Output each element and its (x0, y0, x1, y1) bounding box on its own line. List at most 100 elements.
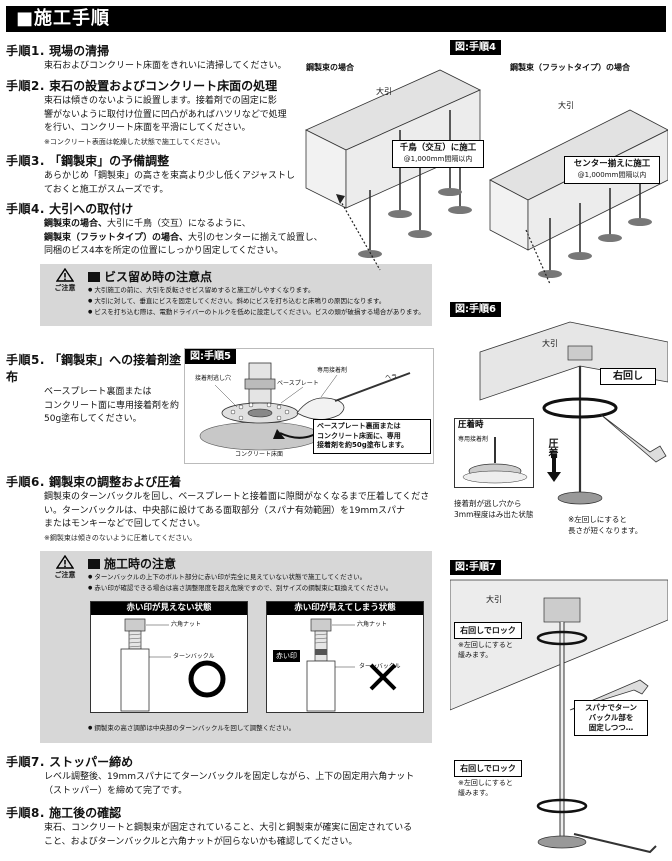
step-text: （ストッパー）を締めて完了です。 (44, 785, 188, 796)
figure-label: 図:手順4 (450, 40, 501, 55)
caution-item: ターンバックルの上下のボルト部分に赤い印が完全に見えていない状態で施工してくださ… (88, 572, 392, 583)
page-title: ■施工手順 (6, 6, 666, 32)
figure-step6: 図:手順6 大引 右回し 圧着 圧着時 専用接着剤 接着剤が逃し穴から 3mm程… (450, 302, 668, 548)
step-text: 大引のセンターに揃えて設置し、 (188, 232, 323, 243)
step-number: 手順8. (6, 806, 45, 820)
callout-sub: @1,000mm間隔以内 (577, 171, 647, 179)
label-hex-nut: 六角ナット (171, 621, 202, 628)
step-text: い。ターンバックルは、中央部に設けてある面取部分（スパナ有効範囲）を19mmスパ… (44, 505, 405, 516)
ng-state-title: 赤い印が見えてしまう状態 (267, 602, 423, 615)
step-text: 束石は傾きのないように設置します。接着剤での固定に影 (44, 96, 277, 106)
adhesive-overflow-illustration (462, 437, 528, 484)
step-note: ※鋼製束は傾きのないように圧着してください。 (44, 533, 197, 542)
callout-line: 固定しつつ… (588, 723, 634, 732)
step-text: またはモンキーなどで回してください。 (44, 519, 206, 529)
label-adhesive: 専用接着剤 (317, 367, 348, 374)
caution-label: ご注意 (54, 571, 76, 579)
caution-title: ビス留め時の注意点 (88, 268, 212, 285)
callout-rotate-right: 右回し (600, 368, 656, 385)
step-text: 同梱のビス4本を所定の位置にしっかり固定してください。 (44, 246, 284, 256)
callout-line: スパナでターン (584, 703, 638, 712)
step-title: 「鋼製束」の予備調整 (49, 154, 170, 168)
callout-title: 千鳥（交互）に施工 (399, 143, 477, 153)
caption-steel-post: 鋼製束の場合 (306, 63, 354, 72)
step-title: 現場の清掃 (49, 44, 110, 58)
callout-center: センター揃えに施工 @1,000mm間隔以内 (564, 156, 660, 184)
step-number: 手順7. (6, 755, 45, 769)
step-text: 大引に千鳥（交互）になるように、 (107, 219, 251, 229)
rotation-note: ※左回しにすると 長さが短くなります。 (568, 514, 642, 536)
step-1: 手順1. 現場の清掃 束石およびコンクリート床面をきれいに清掃してください。 (6, 42, 446, 74)
note-line: ※左回しにすると (568, 515, 627, 524)
note-line: ※左回しにすると (458, 641, 513, 649)
label-concrete-floor: コンクリート床面 (235, 451, 284, 458)
ok-state-box: 赤い印が見えない状態 六角ナット ターンバックル (90, 601, 248, 713)
label-beam: 大引 (542, 339, 558, 348)
adhesive-application-illustration (199, 362, 411, 451)
callout-lock-top: 右回しでロック (454, 622, 522, 639)
note-line: ※左回しにすると (458, 779, 513, 787)
label-red-mark: 赤い印 (273, 650, 300, 662)
caution-item: ビスを打ち込む際は、電動ドライバーのトルクを低めに設定してください。ビスの頭が破… (88, 307, 424, 318)
step-4: 手順4. 大引への取付け 鋼製束の場合、大引に千鳥（交互）になるように、 鋼製束… (6, 200, 446, 259)
figure-step4: 図:手順4 鋼製束の場合 鋼製束（フラットタイプ）の場合 大引 大引 千鳥（交互… (300, 40, 668, 286)
step-number: 手順2. (6, 79, 45, 93)
label-base-plate: ベースプレート (277, 380, 319, 387)
figure-step5: 図:手順5 接着剤逃し穴 ベースプレート 専用接着剤 ヘラ コンクリート床面 ベ… (184, 348, 434, 464)
note-line: 3mm程度はみ出た状態 (454, 510, 534, 519)
label-turnbuckle: ターンバックル (359, 663, 401, 670)
label-beam: 大引 (558, 101, 574, 110)
step-7: 手順7. ストッパー締め レベル調整後、19mmスパナにてターンバックルを固定し… (6, 753, 446, 798)
step-text-bold: 鋼製束（フラットタイプ）の場合、 (44, 232, 189, 243)
caution-footer: 鋼製束の高さ調節は中央部のターンバックルを回して調整ください。 (88, 723, 295, 734)
step-text: こと、およびターンバックルと六角ナットが回らないかも確認してください。 (44, 836, 358, 847)
step-title: 束石の設置およびコンクリート床面の処理 (49, 79, 278, 93)
step-title: 施工後の確認 (49, 806, 122, 820)
step-text: 50g塗布してください。 (44, 414, 142, 424)
step-text: ておくと施工がスムーズです。 (44, 184, 169, 195)
callout-line: バックル部を (588, 713, 634, 722)
caution-box-screws: ご注意 ビス留め時の注意点 大引施工の前に、大引を反転させビス留めすると施工がし… (40, 264, 432, 326)
caution-icon: ご注意 (48, 555, 82, 580)
label-beam: 大引 (486, 595, 502, 604)
label-beam: 大引 (376, 87, 392, 96)
caption-flat-type: 鋼製束（フラットタイプ）の場合 (510, 63, 630, 72)
caution-item: 赤い印が確認できる場合は高さ調整限度を超え危険ですので、別サイズの鋼製束に取換え… (88, 583, 392, 594)
step-6: 手順6. 鋼製束の調整および圧着 鋼製束のターンバックルを回し、ベースプレートと… (6, 473, 446, 545)
callout-line: ベースプレート裏面または (317, 422, 401, 430)
step-number: 手順5. (6, 353, 45, 367)
pressed-note: 接着剤が逃し穴から 3mm程度はみ出た状態 (454, 498, 533, 520)
step-8: 手順8. 施工後の確認 束石、コンクリートと鋼製束が固定されていること、大引と鋼… (6, 804, 446, 849)
lock-top-note: ※左回しにすると 緩みます。 (458, 640, 513, 660)
label-spatula: ヘラ (385, 374, 398, 381)
step-note: ※コンクリート表面は乾燥した状態で施工してください。 (44, 137, 225, 146)
turnbuckle-ng-illustration (306, 618, 397, 712)
label-press: 圧着 (546, 438, 557, 458)
label-adhesive: 専用接着剤 (458, 436, 489, 443)
step-text: 鋼製束のターンバックルを回し、ベースプレートと接着面に隙間がなくなるまで圧着して… (44, 492, 430, 502)
note-line: 緩みます。 (458, 651, 493, 659)
caution-box-install: ご注意 施工時の注意 ターンバックルの上下のボルト部分に赤い印が完全に見えていな… (40, 551, 432, 743)
lock-bottom-note: ※左回しにすると 緩みます。 (458, 778, 513, 798)
pressed-state-title: 圧着時 (455, 419, 533, 432)
step-text: 響がないように取付け位置に凹凸があればハツリなどで処理 (44, 109, 287, 120)
callout-lock-bottom: 右回しでロック (454, 760, 522, 777)
step-title: 鋼製束の調整および圧着 (49, 475, 182, 489)
step-5: 手順5. 「鋼製束」への接着剤塗布 ベースプレート裏面または コンクリート面に専… (6, 351, 186, 427)
step-title: 大引への取付け (49, 202, 134, 216)
ng-state-box: 赤い印が見えてしまう状態 六角ナット ターンバックル 赤い印 (266, 601, 424, 713)
callout-line: 接着剤を約50g塗布します。 (317, 441, 409, 449)
figure-label: 図:手順5 (185, 349, 236, 364)
step-text-bold: 鋼製束の場合、 (44, 219, 108, 229)
callout-spanner: スパナでターン バックル部を 固定しつつ… (574, 700, 648, 736)
step-text: コンクリート面に専用接着剤を約 (44, 400, 180, 411)
caution-title: 施工時の注意 (88, 555, 176, 572)
step-title: ストッパー締め (49, 755, 134, 769)
note-line: 長さが短くなります。 (568, 526, 643, 535)
caution-icon: ご注意 (48, 268, 82, 293)
note-line: 緩みます。 (458, 789, 493, 797)
step-text: 束石およびコンクリート床面をきれいに清掃してください。 (44, 61, 287, 71)
warning-triangle-icon (56, 268, 74, 282)
caution-item: 大引に対して、垂直にビスを固定してください。斜めにビスを打ち込むと床鳴りの原因に… (88, 296, 425, 307)
step-3: 手順3. 「鋼製束」の予備調整 あらかじめ「鋼製束」の高さを束高より少し低くアジ… (6, 152, 446, 197)
